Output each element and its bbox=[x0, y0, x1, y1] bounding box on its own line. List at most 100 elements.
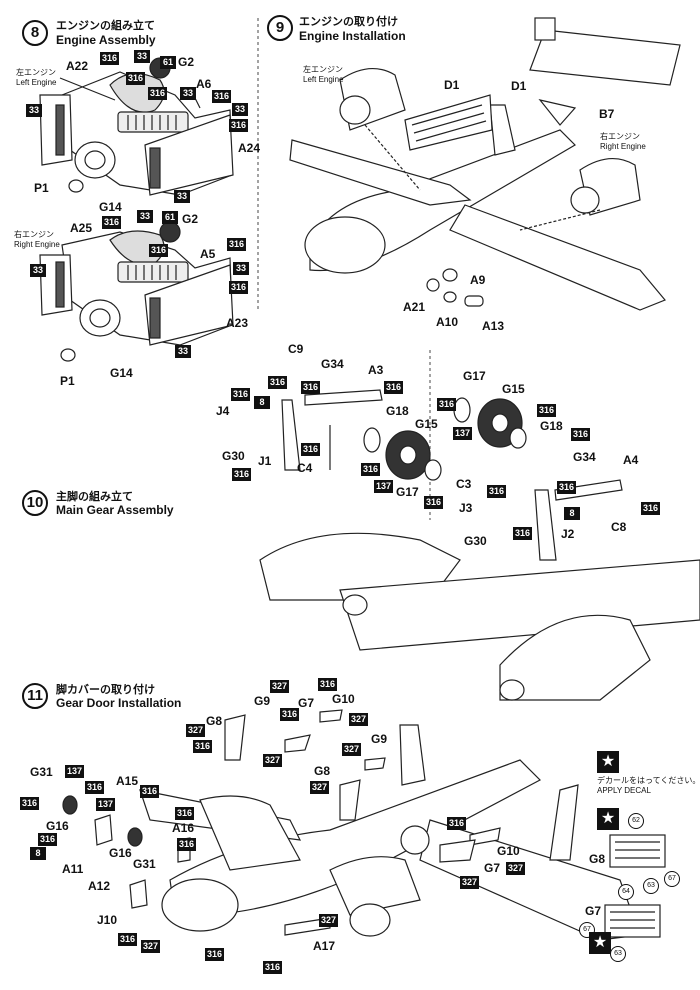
part-g9: G9 bbox=[254, 694, 271, 708]
right-engine-label-en: Right Engine bbox=[14, 240, 60, 249]
paint-316: 316 bbox=[140, 785, 160, 798]
part-a22: A22 bbox=[66, 59, 89, 73]
paint-316: 316 bbox=[175, 807, 195, 820]
paint-8: 8 bbox=[30, 847, 46, 860]
paint-61: 61 bbox=[162, 211, 178, 224]
paint-316: 316 bbox=[229, 119, 249, 132]
main-gear-right bbox=[453, 397, 651, 701]
paint-316: 316 bbox=[268, 376, 288, 389]
paint-33: 33 bbox=[137, 210, 153, 223]
part-j2: J2 bbox=[561, 527, 575, 541]
paint-33: 33 bbox=[233, 262, 249, 275]
paint-8: 8 bbox=[564, 507, 580, 520]
paint-316: 316 bbox=[301, 443, 321, 456]
part-g30: G30 bbox=[222, 449, 245, 463]
paint-33: 33 bbox=[175, 345, 191, 358]
paint-316: 316 bbox=[102, 216, 122, 229]
step9-left-engine-label-jp: 左エンジン bbox=[303, 65, 343, 74]
paint-316: 316 bbox=[513, 527, 533, 540]
paint-316: 316 bbox=[361, 463, 381, 476]
part-c8: C8 bbox=[611, 520, 627, 534]
paint-316: 316 bbox=[126, 72, 146, 85]
paint-327: 327 bbox=[349, 713, 369, 726]
part-a13: A13 bbox=[482, 319, 505, 333]
paint-316: 316 bbox=[424, 496, 444, 509]
part-g34: G34 bbox=[321, 357, 344, 371]
step-11-title-en: Gear Door Installation bbox=[56, 696, 182, 710]
part-a15: A15 bbox=[116, 774, 139, 788]
step-9-title-en: Engine Installation bbox=[299, 29, 406, 43]
left-engine-label-en: Left Engine bbox=[16, 78, 57, 87]
paint-327: 327 bbox=[460, 876, 480, 889]
part-g7: G7 bbox=[298, 696, 315, 710]
left-engine-label-jp: 左エンジン bbox=[16, 68, 56, 77]
paint-33: 33 bbox=[174, 190, 190, 203]
part-a10: A10 bbox=[436, 315, 459, 329]
paint-316: 316 bbox=[205, 948, 225, 961]
paint-327: 327 bbox=[141, 940, 161, 953]
aircraft-engine-installation bbox=[289, 17, 681, 311]
left-engine-assembly bbox=[39, 57, 234, 196]
decal-67: 67 bbox=[664, 871, 680, 887]
part-j1: J1 bbox=[258, 454, 272, 468]
paint-316: 316 bbox=[318, 678, 338, 691]
part-c4: C4 bbox=[297, 461, 313, 475]
decal-64: 64 bbox=[618, 884, 634, 900]
right-engine-label-jp: 右エンジン bbox=[14, 230, 54, 239]
part-g14b: G14 bbox=[110, 366, 133, 380]
part-g31b: G31 bbox=[133, 857, 156, 871]
part-g18: G18 bbox=[386, 404, 409, 418]
part-g18b: G18 bbox=[540, 419, 563, 433]
part-g9b: G9 bbox=[371, 732, 388, 746]
paint-316: 316 bbox=[263, 961, 283, 974]
part-a25: A25 bbox=[70, 221, 93, 235]
paint-316: 316 bbox=[641, 502, 661, 515]
paint-327: 327 bbox=[310, 781, 330, 794]
part-g16b: G16 bbox=[109, 846, 132, 860]
part-a5: A5 bbox=[200, 247, 216, 261]
part-g10b: G10 bbox=[497, 844, 520, 858]
part-j3: J3 bbox=[459, 501, 473, 515]
paint-8: 8 bbox=[254, 396, 270, 409]
decal-63: 63 bbox=[643, 878, 659, 894]
paint-316: 316 bbox=[85, 781, 105, 794]
paint-33: 33 bbox=[26, 104, 42, 117]
part-g7-decal: G7 bbox=[585, 904, 602, 918]
paint-316: 316 bbox=[149, 244, 169, 257]
paint-327: 327 bbox=[342, 743, 362, 756]
paint-137: 137 bbox=[374, 480, 394, 493]
part-j10: J10 bbox=[97, 913, 118, 927]
part-p1: P1 bbox=[34, 181, 49, 195]
part-b7: B7 bbox=[599, 107, 615, 121]
paint-327: 327 bbox=[319, 914, 339, 927]
part-g8: G8 bbox=[206, 714, 223, 728]
paint-327: 327 bbox=[263, 754, 283, 767]
paint-316: 316 bbox=[437, 398, 457, 411]
paint-316: 316 bbox=[148, 87, 168, 100]
part-g7b: G7 bbox=[484, 861, 501, 875]
right-engine-assembly bbox=[39, 221, 234, 362]
paint-316: 316 bbox=[232, 468, 252, 481]
part-g16: G16 bbox=[46, 819, 69, 833]
step9-right-engine-label-jp: 右エンジン bbox=[600, 132, 640, 141]
part-p1b: P1 bbox=[60, 374, 75, 388]
part-g15: G15 bbox=[415, 417, 438, 431]
paint-33: 33 bbox=[180, 87, 196, 100]
step-11-number: 11 bbox=[22, 683, 48, 709]
main-gear-left bbox=[259, 389, 700, 651]
part-g15b: G15 bbox=[502, 382, 525, 396]
paint-316: 316 bbox=[38, 833, 58, 846]
paint-316: 316 bbox=[231, 388, 251, 401]
part-a3: A3 bbox=[368, 363, 384, 377]
part-g2b: G2 bbox=[182, 212, 199, 226]
paint-33: 33 bbox=[134, 50, 150, 63]
part-a4: A4 bbox=[623, 453, 639, 467]
step-8-title-en: Engine Assembly bbox=[56, 33, 156, 47]
decal-note-jp: デカールをはってください。 bbox=[597, 776, 700, 785]
part-a24: A24 bbox=[238, 141, 261, 155]
part-g2: G2 bbox=[178, 55, 195, 69]
decal-star-icon: ★ bbox=[597, 751, 619, 773]
part-g10: G10 bbox=[332, 692, 355, 706]
paint-327: 327 bbox=[270, 680, 290, 693]
paint-61: 61 bbox=[160, 56, 176, 69]
